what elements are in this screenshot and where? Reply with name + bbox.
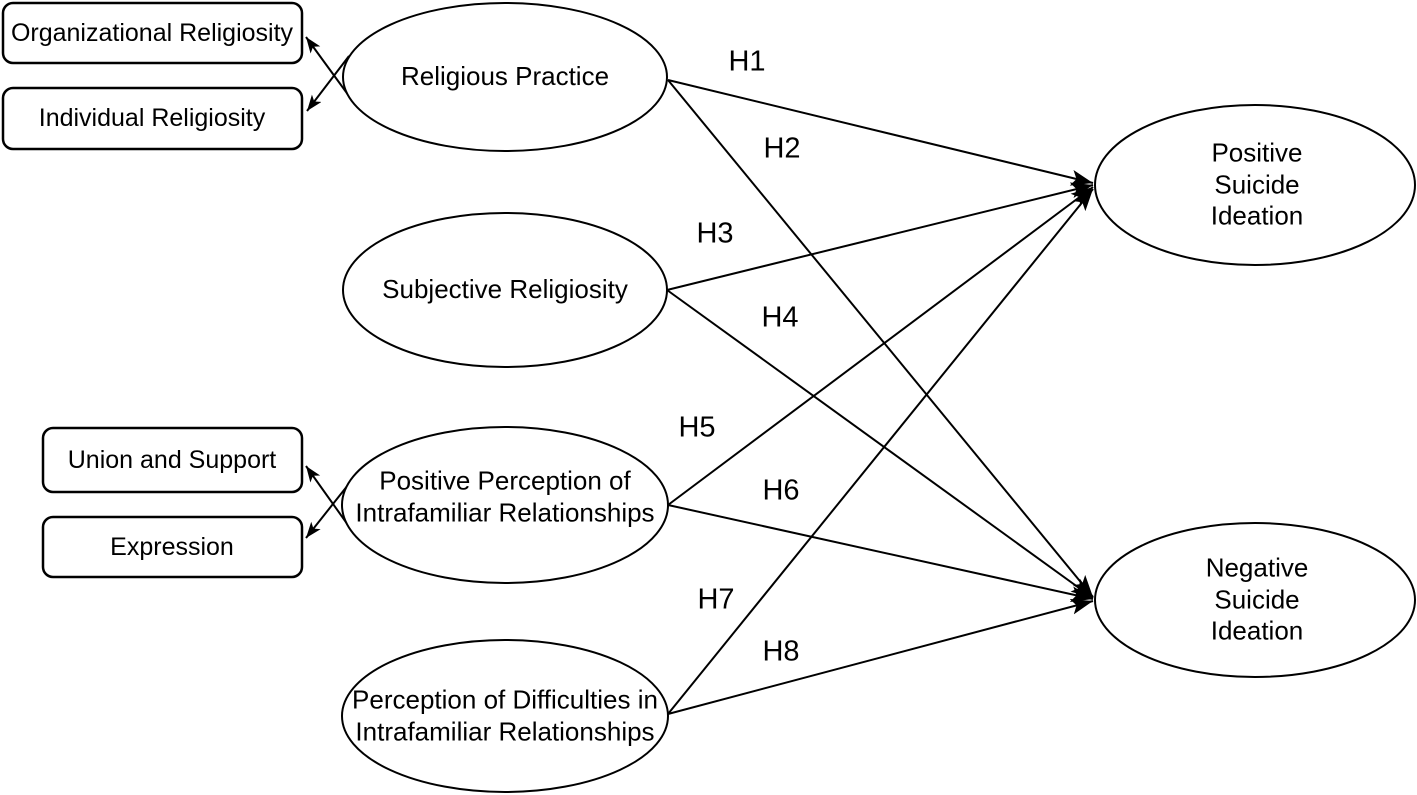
- node-expression: [41, 515, 304, 579]
- edge-positive-perception-to-expression: [305, 484, 349, 539]
- node-organizational-religiosity: [1, 1, 304, 65]
- edge-h2-religious-practice-to-negative-suicide-ideation: [667, 79, 1094, 598]
- edge-religious-practice-to-individual-religiosity: [306, 55, 350, 112]
- node-positive-suicide-ideation: [1094, 104, 1416, 266]
- edge-h6-positive-perception-to-negative-suicide-ideation: [667, 504, 1094, 603]
- edge-h1-religious-practice-to-positive-suicide-ideation: [667, 79, 1094, 186]
- edge-h5-positive-perception-to-positive-suicide-ideation: [667, 186, 1094, 506]
- edge-h7-perception-difficulties-to-positive-suicide-ideation: [667, 188, 1094, 715]
- edge-h8-perception-difficulties-to-negative-suicide-ideation: [667, 598, 1094, 715]
- node-union-and-support: [41, 426, 304, 494]
- node-subjective-religiosity: [342, 212, 668, 368]
- edge-religious-practice-to-organizational-religiosity: [305, 36, 350, 97]
- edge-positive-perception-to-union-and-support: [305, 465, 349, 526]
- node-positive-perception: [341, 426, 669, 584]
- node-religious-practice: [342, 2, 668, 152]
- node-perception-difficulties: [341, 639, 669, 793]
- node-negative-suicide-ideation: [1094, 522, 1416, 678]
- edge-h4-subjective-religiosity-to-negative-suicide-ideation: [666, 289, 1094, 599]
- edge-h3-subjective-religiosity-to-positive-suicide-ideation: [666, 182, 1094, 291]
- node-individual-religiosity: [1, 86, 304, 151]
